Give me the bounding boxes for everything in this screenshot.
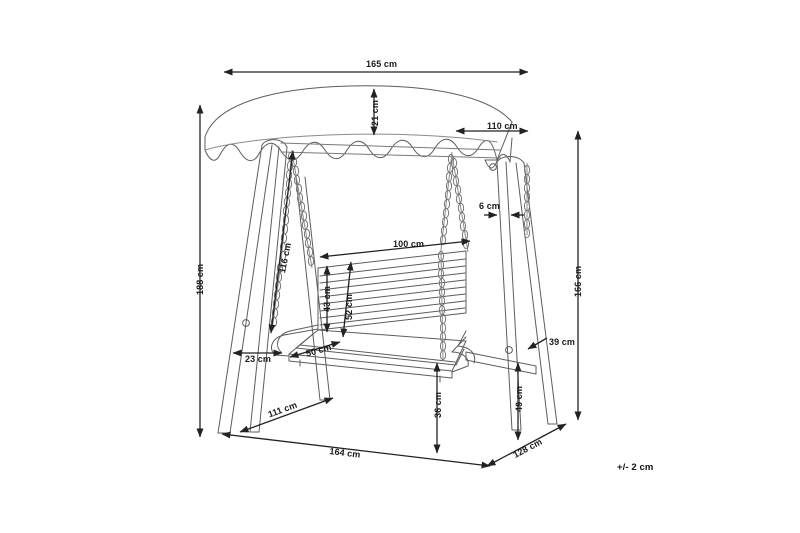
label-armrest-offset: 23 cm — [245, 354, 272, 364]
label-canopy-depth: 110 cm — [487, 121, 518, 131]
label-frame-height-left: 188 cm — [195, 263, 205, 295]
label-backrest-height-inner: 52 cm — [344, 293, 354, 320]
suspension-chains — [270, 149, 531, 361]
label-seat-height: 36 cm — [433, 391, 443, 418]
dim-brace-offset — [527, 337, 548, 350]
dim-base-width — [221, 431, 491, 469]
dim-chain-diagonal — [268, 150, 296, 334]
label-brace-height: 49 cm — [514, 385, 524, 412]
dim-seat-back-width — [319, 238, 471, 260]
dim-base-depth — [486, 423, 567, 467]
dimension-lines — [196, 68, 582, 469]
label-brace-offset: 39 cm — [549, 337, 576, 347]
label-canopy-width: 165 cm — [366, 59, 398, 69]
label-post-thickness: 6 cm — [479, 201, 500, 211]
tolerance-note: +/- 2 cm — [617, 462, 654, 473]
label-seat-back-width: 100 cm — [393, 239, 425, 249]
swing-product-outline — [204, 85, 558, 434]
dim-seat-depth — [289, 341, 341, 358]
dim-leg-spread — [239, 397, 334, 433]
label-backrest-height-outer: 43 cm — [322, 285, 332, 312]
label-canopy-rise: 21 cm — [370, 99, 380, 126]
dim-backrest-height-inner — [340, 261, 354, 338]
label-frame-height-right: 166 cm — [573, 265, 583, 297]
